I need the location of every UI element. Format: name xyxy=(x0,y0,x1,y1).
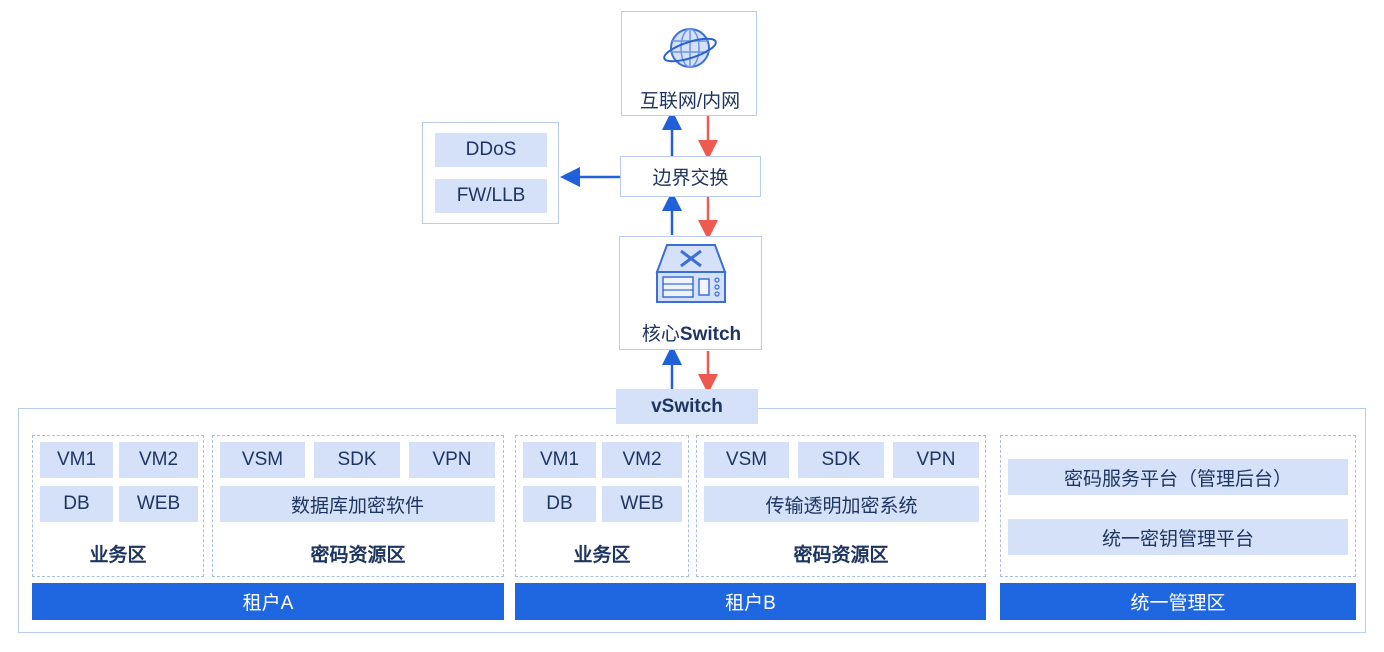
ddos-item: DDoS xyxy=(435,133,547,167)
management-zone: 密码服务平台（管理后台） 统一密钥管理平台 xyxy=(1000,435,1356,577)
tenant-a-business-zone: VM1 VM2 DB WEB 业务区 xyxy=(32,435,204,577)
tenant-a-label: 租户A xyxy=(242,593,294,614)
border-switch-label: 边界交换 xyxy=(652,168,729,189)
tenant-a-bar: 租户A xyxy=(32,583,504,620)
vm1-item: VM1 xyxy=(523,442,596,478)
management-bar: 统一管理区 xyxy=(1000,583,1356,620)
vm2-item: VM2 xyxy=(119,442,198,478)
tenant-b-bar: 租户B xyxy=(515,583,986,620)
sdk-item: SDK xyxy=(798,442,884,478)
crypto-service-platform-item: 密码服务平台（管理后台） xyxy=(1008,459,1348,495)
key-management-platform-item: 统一密钥管理平台 xyxy=(1008,519,1348,555)
web-item: WEB xyxy=(602,486,682,522)
business-zone-label: 业务区 xyxy=(573,545,631,566)
db-item: DB xyxy=(40,486,113,522)
switch-device-icon xyxy=(655,244,727,303)
vswitch-label: vSwitch xyxy=(651,395,723,417)
crypto-zone-label: 密码资源区 xyxy=(310,545,406,566)
internet-label: 互联网/内网 xyxy=(639,91,741,112)
vswitch-node: vSwitch xyxy=(616,389,758,424)
tenant-b-label: 租户B xyxy=(725,593,776,614)
tenant-b-crypto-zone: VSM SDK VPN 传输透明加密系统 密码资源区 xyxy=(696,435,986,577)
transport-encryption-item: 传输透明加密系统 xyxy=(704,486,979,522)
web-item: WEB xyxy=(119,486,198,522)
globe-icon xyxy=(663,28,717,68)
db-encryption-item: 数据库加密软件 xyxy=(220,486,495,522)
tenant-b-business-zone: VM1 VM2 DB WEB 业务区 xyxy=(515,435,689,577)
business-zone-label: 业务区 xyxy=(89,545,147,566)
db-item: DB xyxy=(523,486,596,522)
border-switch-node: 边界交换 xyxy=(620,156,761,197)
tenant-a-crypto-zone: VSM SDK VPN 数据库加密软件 密码资源区 xyxy=(212,435,504,577)
sdk-item: SDK xyxy=(314,442,400,478)
vpn-item: VPN xyxy=(893,442,979,478)
vm2-item: VM2 xyxy=(602,442,682,478)
internet-node: 互联网/内网 xyxy=(621,11,757,116)
crypto-zone-label: 密码资源区 xyxy=(793,545,889,566)
management-label: 统一管理区 xyxy=(1130,593,1226,614)
core-switch-label: 核心Switch xyxy=(620,319,763,346)
core-switch-node: 核心Switch xyxy=(619,236,762,350)
vsm-item: VSM xyxy=(704,442,789,478)
fw-llb-item: FW/LLB xyxy=(435,179,547,213)
core-switch-label-en: Switch xyxy=(679,324,742,345)
vsm-item: VSM xyxy=(220,442,305,478)
vpn-item: VPN xyxy=(409,442,495,478)
security-group: DDoS FW/LLB xyxy=(422,122,559,224)
vm1-item: VM1 xyxy=(40,442,113,478)
core-switch-label-cn: 核心 xyxy=(641,324,680,345)
